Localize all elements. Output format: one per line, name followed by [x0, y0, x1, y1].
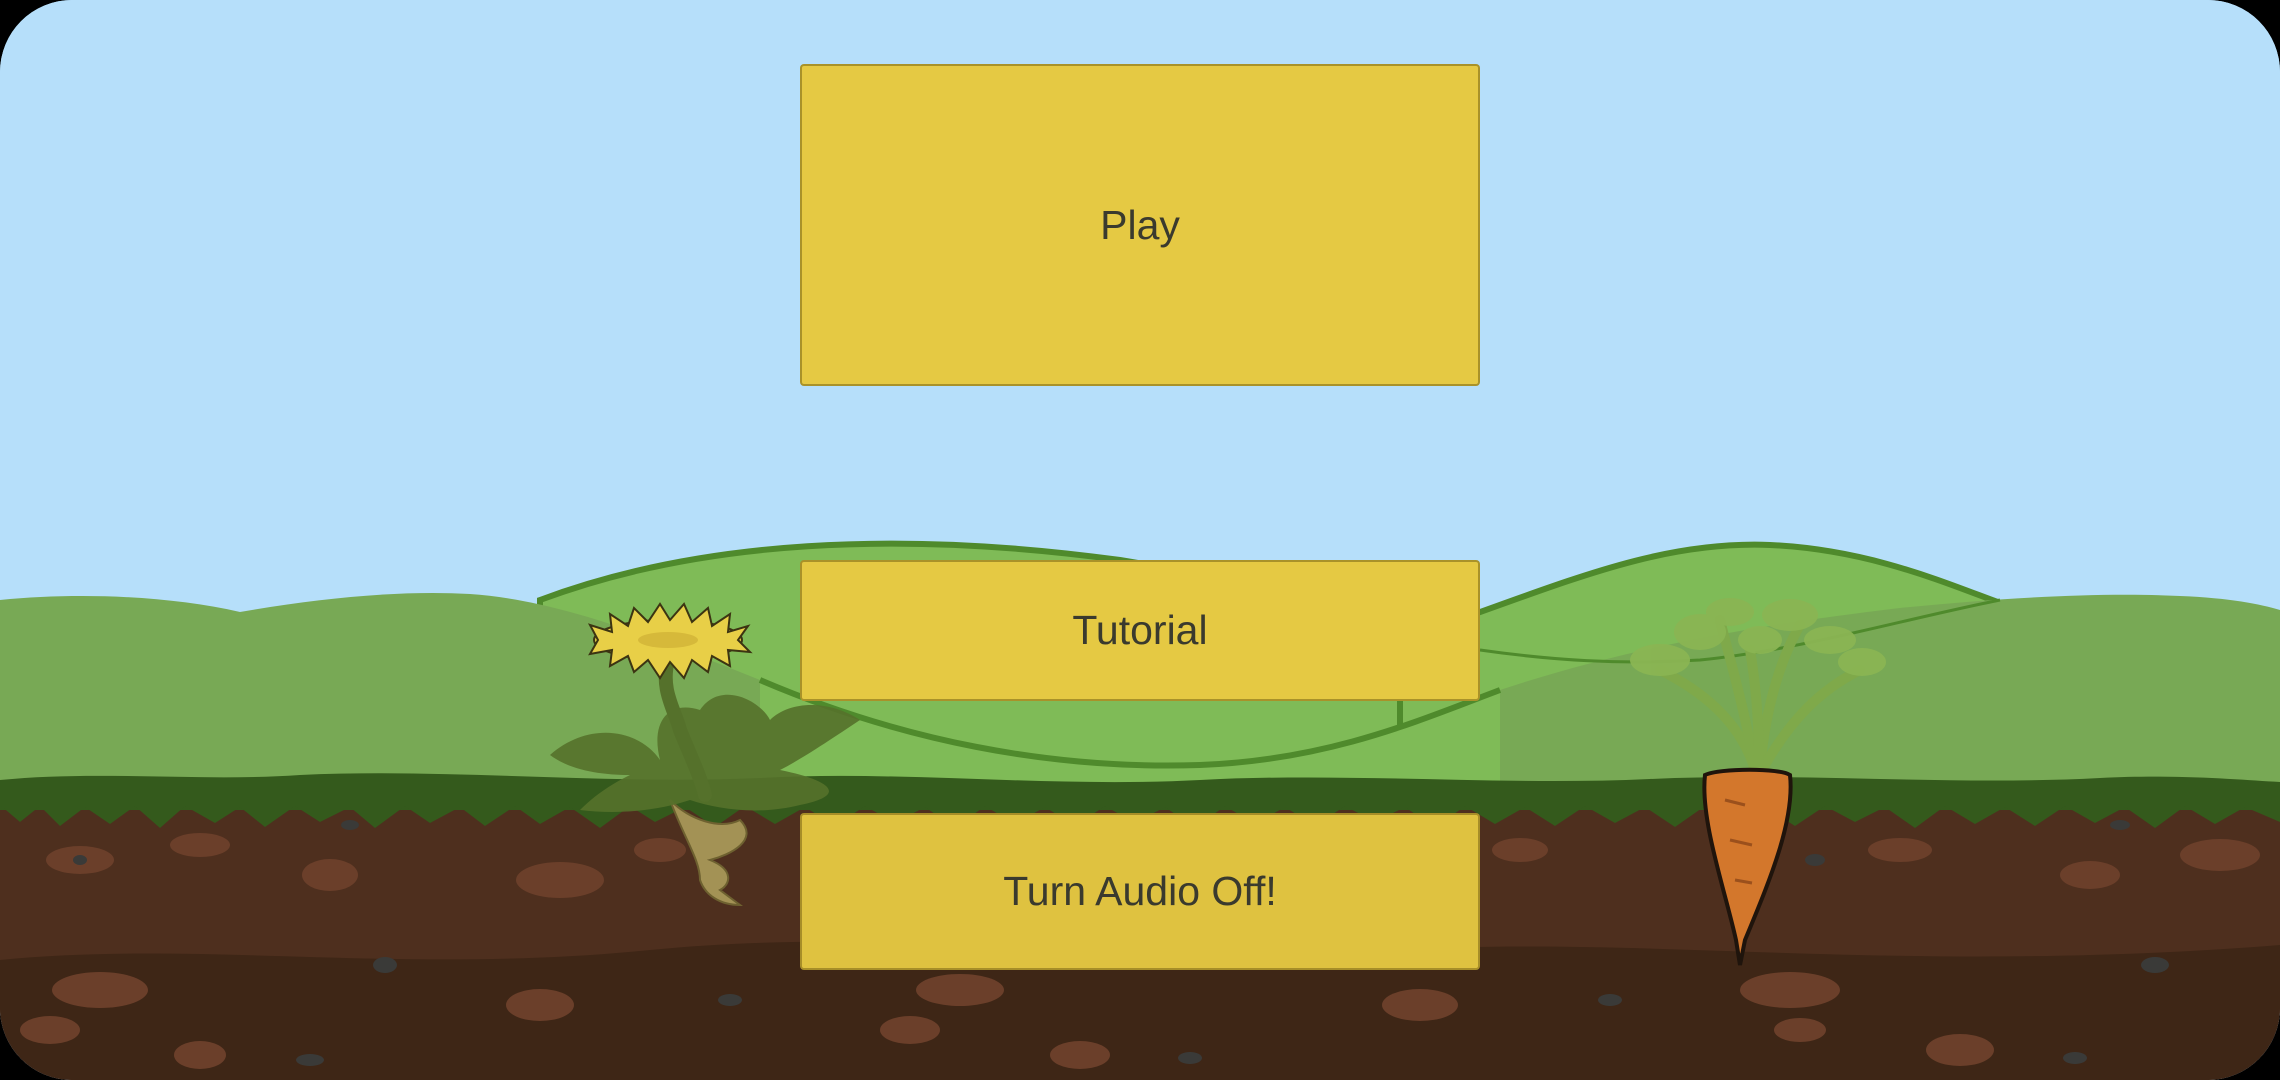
rock	[302, 859, 358, 891]
pebble	[1805, 854, 1825, 866]
rock	[1740, 972, 1840, 1008]
carrot-root	[1702, 767, 1793, 966]
rock	[506, 989, 574, 1021]
pebble	[1598, 994, 1622, 1006]
pebble	[373, 957, 397, 973]
rock	[880, 1016, 940, 1044]
rock	[2060, 861, 2120, 889]
play-button-label: Play	[1100, 201, 1180, 248]
rock	[1492, 838, 1548, 862]
hill-ridge-line-2	[1479, 598, 2001, 664]
pebble	[73, 855, 87, 865]
rock	[174, 1041, 226, 1069]
dandelion-flower	[587, 602, 753, 680]
dandelion-icon	[550, 602, 860, 907]
audio-toggle-button-label: Turn Audio Off!	[1003, 868, 1277, 914]
pebble	[341, 820, 359, 830]
rock	[2180, 839, 2260, 871]
soil-deep-layer	[0, 941, 2280, 1080]
carrot-leaves	[1655, 615, 1865, 775]
rock	[1926, 1034, 1994, 1066]
tutorial-button[interactable]: Tutorial	[800, 560, 1480, 701]
play-button[interactable]: Play	[800, 64, 1480, 386]
carrot-ridge	[1724, 798, 1753, 885]
dandelion-leaves	[550, 694, 860, 812]
soil-pebbles	[73, 820, 2169, 1066]
rock	[1774, 1018, 1826, 1042]
pebble	[1178, 1052, 1202, 1064]
rock	[1382, 989, 1458, 1021]
pebble	[2063, 1052, 2087, 1064]
hill-ridge-line	[758, 677, 1502, 769]
rock	[52, 972, 148, 1008]
pebble	[718, 994, 742, 1006]
tutorial-button-label: Tutorial	[1072, 607, 1208, 653]
soil-rocks	[20, 833, 2260, 1069]
rock	[170, 833, 230, 857]
dandelion-root	[669, 799, 748, 907]
pebble	[2141, 957, 2169, 973]
rock	[634, 838, 686, 862]
rock	[1868, 838, 1932, 862]
rock	[516, 862, 604, 898]
carrot-foliage	[1630, 598, 1886, 676]
rock	[20, 1016, 80, 1044]
hill-valley-light	[760, 680, 1500, 800]
rock	[1050, 1041, 1110, 1069]
pebble	[296, 1054, 324, 1066]
audio-toggle-button[interactable]: Turn Audio Off!	[800, 813, 1480, 970]
rock	[916, 974, 1004, 1006]
carrot-icon	[1630, 598, 1886, 966]
pebble	[2110, 820, 2130, 830]
dandelion-stem	[658, 653, 712, 802]
